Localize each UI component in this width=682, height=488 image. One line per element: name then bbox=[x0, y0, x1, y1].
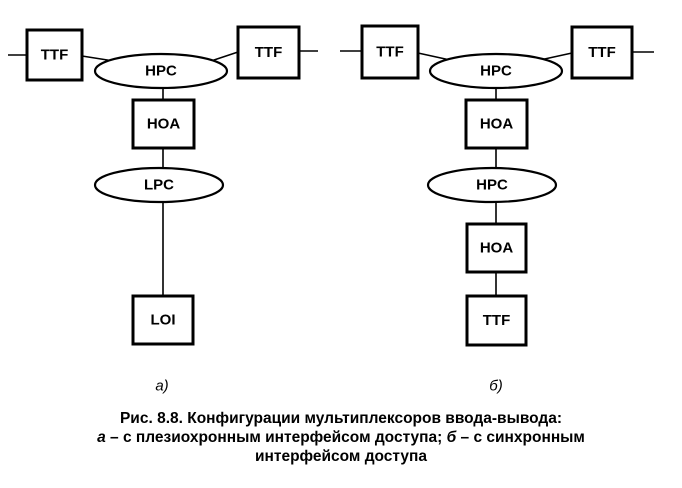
hpc-ellipse-a bbox=[93, 52, 229, 90]
caption-text-a: – с плезиохронным интерфейсом доступа; bbox=[105, 429, 447, 446]
ttf-box-a-right bbox=[236, 25, 301, 80]
hoa-box-a bbox=[131, 98, 196, 150]
hoa-label-b-top: HOA bbox=[480, 116, 514, 133]
hpc-ellipse-b-top bbox=[428, 52, 564, 90]
caption-text-b: – с синхронным bbox=[456, 429, 585, 446]
ttf-box-a-left bbox=[25, 28, 84, 82]
hpc-label-a: HPC bbox=[145, 63, 177, 80]
lpc-ellipse-a bbox=[93, 166, 225, 204]
ttf-label-b-bottom: TTF bbox=[483, 312, 511, 329]
panel-b: TTF TTF HPC HOA HPC HOA TTF б) bbox=[340, 24, 654, 395]
wire-b-ttf-left-hpc bbox=[417, 52, 451, 61]
hpc-label-b-top: HPC bbox=[480, 63, 512, 80]
ttf-label-a-right: TTF bbox=[255, 44, 283, 61]
figure-caption-line-1: Рис. 8.8. Конфигурации мультиплексоров в… bbox=[119, 410, 563, 427]
hoa-box-b-top bbox=[464, 98, 529, 150]
figure-caption-line-3: интерфейсом доступа bbox=[254, 448, 428, 465]
hpc-ellipse-b-mid bbox=[426, 166, 558, 204]
ttf-box-b-right bbox=[570, 25, 634, 80]
ttf-box-b-left bbox=[360, 24, 420, 80]
hpc-label-b-mid: HPC bbox=[476, 177, 508, 194]
caption-item-b: б bbox=[446, 429, 457, 446]
loi-label-a: LOI bbox=[151, 312, 176, 329]
lpc-label-a: LPC bbox=[144, 177, 174, 194]
panel-label-b: б) bbox=[489, 378, 502, 395]
figure-caption-line-2: а – с плезиохронным интерфейсом доступа;… bbox=[0, 428, 682, 447]
hoa-label-b-bottom: HOA bbox=[480, 240, 514, 257]
ttf-box-b-bottom bbox=[465, 294, 528, 347]
panel-a: TTF TTF HPC HOA LPC LOI а) bbox=[8, 25, 318, 395]
ttf-label-a-left: TTF bbox=[41, 47, 69, 64]
hoa-box-b-bottom bbox=[465, 222, 528, 274]
panel-label-a: а) bbox=[155, 378, 168, 395]
configuration-diagram: TTF TTF HPC HOA LPC LOI а) TTF TTF HPC H… bbox=[8, 24, 654, 395]
caption-item-a: а bbox=[97, 429, 106, 446]
ttf-label-b-left: TTF bbox=[376, 44, 404, 61]
ttf-label-b-right: TTF bbox=[588, 44, 616, 61]
hoa-label-a: HOA bbox=[147, 116, 181, 133]
loi-box-a bbox=[131, 294, 195, 346]
